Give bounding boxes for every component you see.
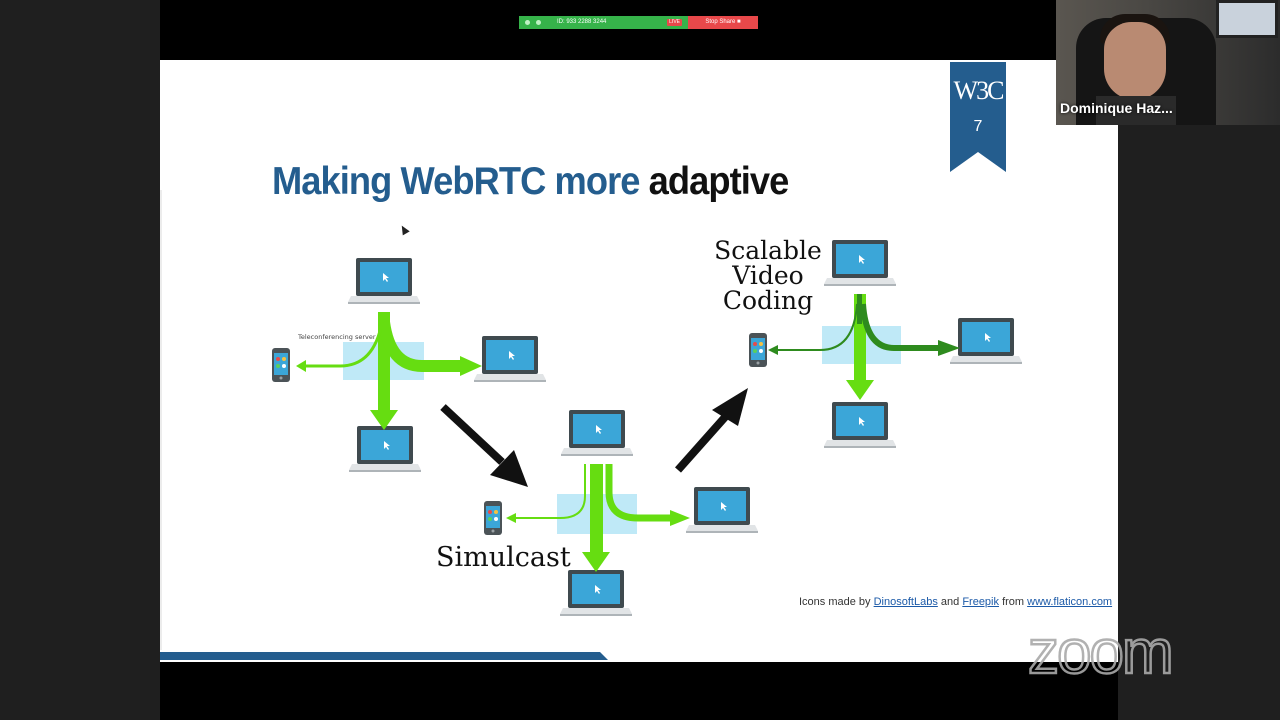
svc-caption: Scalable Video Coding <box>700 238 836 313</box>
svc-arrows <box>768 294 960 400</box>
live-badge: LIVE <box>667 19 682 26</box>
simulcast-arrows <box>506 464 690 572</box>
laptop-icon <box>474 336 546 382</box>
face-shape <box>1104 22 1166 100</box>
credit-link-dinosoftlabs[interactable]: DinosoftLabs <box>873 596 938 608</box>
share-status-bar[interactable]: ID: 933 2288 3244 LIVE <box>519 16 688 29</box>
phone-icon <box>749 333 767 367</box>
svc-caption-line: Scalable <box>714 236 822 265</box>
letterbox-left <box>0 0 160 720</box>
credits-prefix: Icons made by <box>799 596 871 608</box>
laptop-icon <box>560 570 632 616</box>
phone-icon <box>272 348 290 382</box>
topology-diagram <box>272 240 1022 616</box>
slide-edge <box>160 190 162 650</box>
title-part-blue: Making WebRTC more <box>272 160 640 203</box>
w3c-ribbon: W3C 7 <box>950 62 1006 172</box>
signal-icon <box>525 20 530 25</box>
laptop-icon <box>824 402 896 448</box>
participant-video-thumbnail[interactable]: Dominique Haz... <box>1056 0 1280 125</box>
screen-share-toolbar: ID: 933 2288 3244 LIVE Stop Share ■ <box>519 16 758 29</box>
simulcast-caption: Simulcast <box>436 542 571 573</box>
laptop-icon <box>686 487 758 533</box>
laptop-icon <box>349 426 421 472</box>
stop-icon: ■ <box>737 19 741 25</box>
credits-from: from <box>1002 596 1025 608</box>
letterbox-bottom <box>160 662 1118 720</box>
shield-icon <box>536 20 541 25</box>
shared-slide: Making WebRTC more adaptive W3C 7 <box>160 60 1118 662</box>
meeting-id: ID: 933 2288 3244 <box>557 19 607 25</box>
stream-arrows <box>296 312 482 430</box>
slide-title: Making WebRTC more adaptive <box>272 160 790 204</box>
stop-share-button[interactable]: Stop Share ■ <box>688 16 758 29</box>
slide-number: 7 <box>973 118 983 135</box>
credit-link-freepik[interactable]: Freepik <box>962 596 999 608</box>
icon-credits: Icons made by DinosoftLabs and Freepik f… <box>799 596 1112 608</box>
credit-link-flaticon[interactable]: www.flaticon.com <box>1027 596 1113 608</box>
transition-arrows <box>440 388 748 487</box>
w3c-logo: W3C <box>953 76 1005 105</box>
shirt-shape <box>1096 96 1176 125</box>
server-label: Teleconferencing server <box>298 333 376 341</box>
laptop-icon <box>561 410 633 456</box>
title-part-black: adaptive <box>648 160 790 203</box>
picture-frame <box>1216 0 1278 38</box>
zoom-watermark: zoom <box>1027 617 1175 689</box>
phone-icon <box>484 501 502 535</box>
right-strip <box>1118 125 1280 720</box>
participant-name: Dominique Haz... <box>1060 100 1173 116</box>
laptop-icon <box>348 258 420 304</box>
svc-caption-line: Coding <box>722 286 814 315</box>
credits-and: and <box>940 596 960 608</box>
svc-caption-line: Video <box>732 261 804 290</box>
ribbon-shape <box>950 62 1006 172</box>
laptop-icon <box>950 318 1022 364</box>
slide-footer-bar <box>160 652 608 660</box>
letterbox-top <box>160 0 1118 60</box>
stop-share-label: Stop Share <box>705 19 736 25</box>
